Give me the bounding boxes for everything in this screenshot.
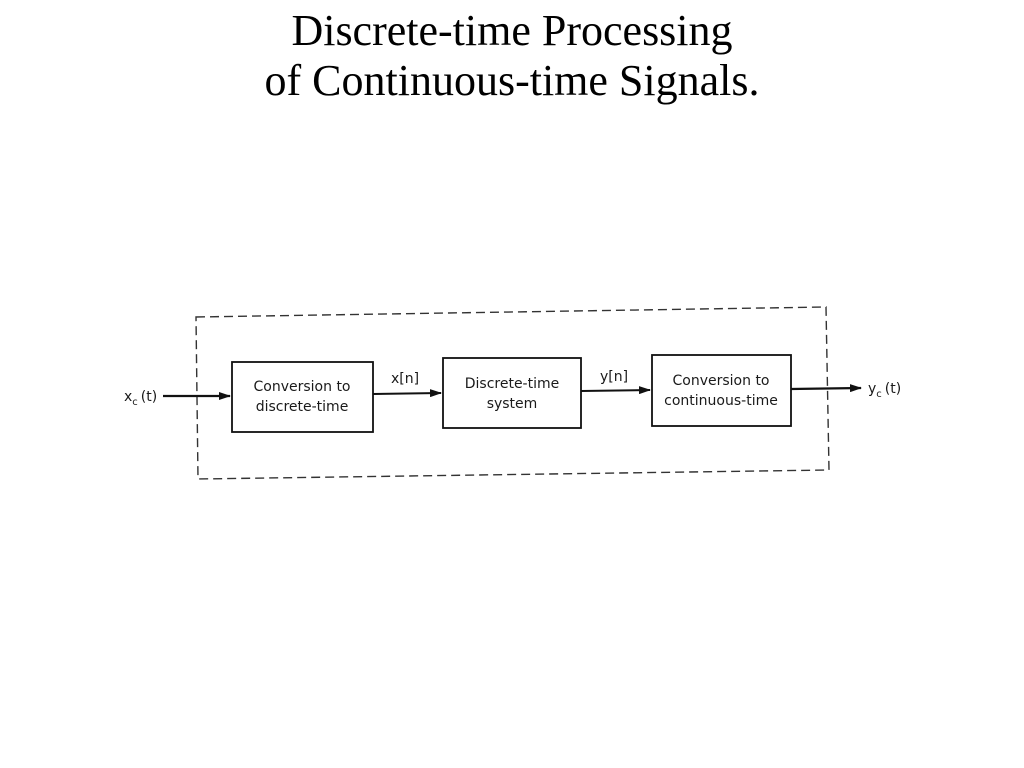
block-2-label-line-1: Discrete-time [465,376,560,392]
signal-label-yn: y[n] [600,369,628,385]
arrow-xn [372,389,442,398]
title-line-1: Discrete-time Processing [291,6,733,55]
dashed-system-boundary [195,306,830,480]
arrow-yn [580,386,651,395]
block-3-label-line-2: continuous-time [664,393,778,409]
block-conversion-to-continuous [651,354,792,427]
block-conversion-to-discrete [231,361,374,433]
block-3-label-line-1: Conversion to [673,373,770,389]
title-line-2: of Continuous-time Signals. [264,56,760,105]
output-signal-label: yc(t) [868,381,901,400]
signal-label-xn: x[n] [391,371,419,387]
block-discrete-time-system [442,357,582,429]
slide-title: Discrete-time Processing of Continuous-t… [0,6,1024,106]
block-1-label-line-2: discrete-time [256,399,349,415]
block-1-label-line-1: Conversion to [254,379,351,395]
input-signal-label: xc(t) [124,389,157,408]
block-2-label-line-2: system [487,396,538,412]
output-arrow [790,384,862,393]
